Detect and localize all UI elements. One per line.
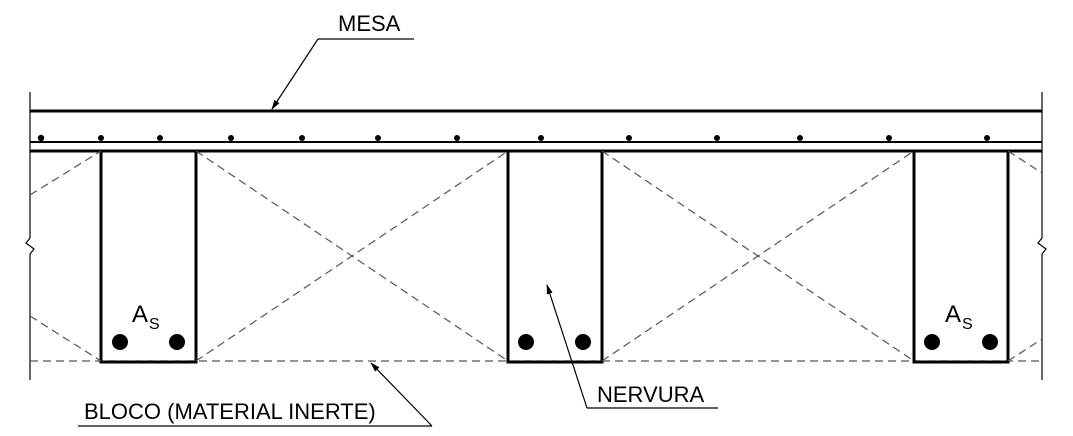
nervura-callout: NERVURA (546, 284, 718, 409)
svg-text:A: A (945, 301, 961, 328)
rib-3 (912, 151, 1010, 364)
rib-2 (506, 151, 604, 364)
mesa-slab (30, 109, 1042, 153)
bloco-callout: BLOCO (MATERIAL INERTE) (78, 362, 433, 427)
svg-text:A: A (132, 301, 148, 328)
block-2 (601, 150, 915, 362)
mesa-label: MESA (338, 11, 401, 36)
blocks (29, 150, 1043, 362)
svg-text:S: S (962, 316, 973, 333)
rib-1 (99, 151, 198, 364)
svg-text:S: S (149, 316, 160, 333)
break-lines (25, 92, 1047, 380)
bloco-label: BLOCO (MATERIAL INERTE) (84, 399, 376, 424)
as-label-right: A S (945, 301, 973, 333)
rib-reinforcement-bars (112, 334, 998, 350)
as-label-left: A S (132, 301, 160, 333)
ribs (99, 151, 1010, 364)
block-right-partial (1007, 150, 1043, 362)
mesa-callout: MESA (271, 11, 414, 110)
block-left-partial (29, 150, 102, 362)
nervura-label: NERVURA (597, 382, 705, 407)
slab-reinforcement-bars (37, 134, 990, 142)
block-1 (195, 150, 509, 362)
